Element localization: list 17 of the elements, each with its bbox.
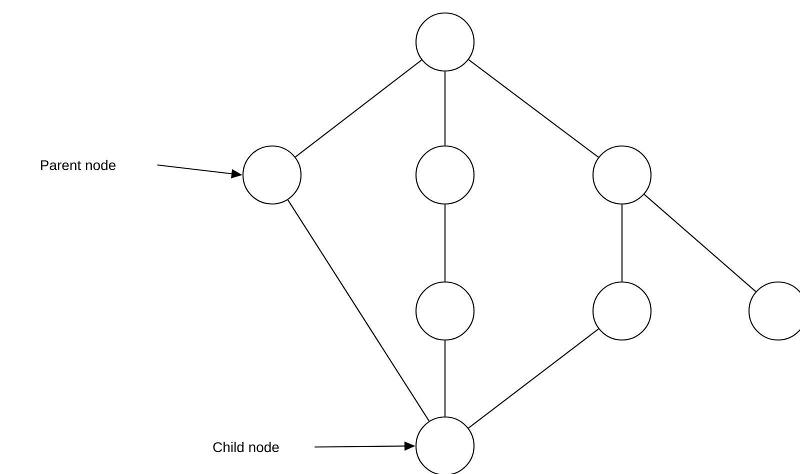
tree-node-circle: [415, 12, 475, 72]
connector-line: [468, 328, 599, 429]
tree-node-circle: [242, 145, 302, 205]
connector-line: [287, 200, 430, 422]
tree-node-circle: [592, 281, 652, 341]
connector-line: [468, 59, 599, 158]
tree-node-circle: [415, 145, 475, 205]
connector-line: [444, 340, 446, 416]
node-label: Parent node: [41, 160, 116, 170]
tree-node-circle: [415, 281, 475, 341]
connector-line: [444, 72, 446, 146]
connector-line: [644, 194, 756, 292]
connector-line: [444, 204, 446, 282]
connector-line: [295, 60, 422, 158]
tree-node-circle: [592, 145, 652, 205]
connector-line: [621, 204, 623, 282]
node-label: Child node: [213, 442, 279, 452]
